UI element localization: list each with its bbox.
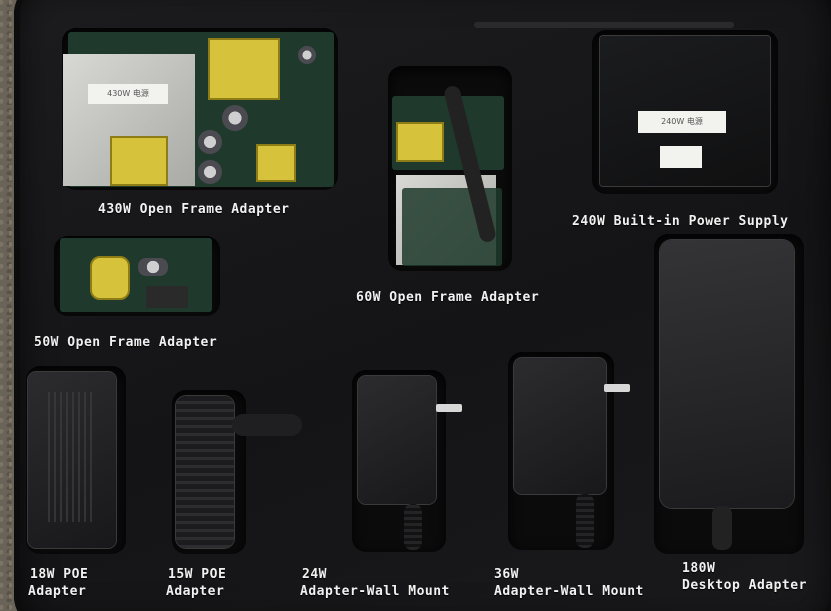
label-180w-line2: Desktop Adapter bbox=[682, 578, 807, 593]
sticker-240w-blank bbox=[660, 146, 702, 168]
label-430w: 430W Open Frame Adapter bbox=[98, 202, 290, 217]
label-50w: 50W Open Frame Adapter bbox=[34, 335, 218, 350]
transformer-50w bbox=[90, 256, 130, 300]
wall-adapter-24w bbox=[358, 376, 436, 504]
sticker-430w: 430W 电源 bbox=[88, 84, 168, 104]
cable-24w bbox=[404, 504, 422, 550]
wall-adapter-36w bbox=[514, 358, 606, 494]
label-180w-line1: 180W bbox=[682, 561, 716, 576]
plug-prong-24w bbox=[436, 404, 462, 412]
capacitor-50w bbox=[138, 258, 168, 276]
label-60w: 60W Open Frame Adapter bbox=[356, 290, 540, 305]
poe-plug-15w bbox=[232, 414, 302, 436]
rating-text-18w bbox=[48, 392, 92, 522]
transformer-430w-a bbox=[110, 136, 168, 186]
desktop-adapter-180w bbox=[660, 240, 794, 508]
capacitor-430w-3 bbox=[198, 160, 222, 184]
label-240w: 240W Built-in Power Supply bbox=[572, 214, 789, 229]
label-36w-line2: Adapter-Wall Mount bbox=[494, 584, 644, 599]
sticker-240w: 240W 电源 bbox=[638, 111, 726, 133]
cable-180w bbox=[712, 506, 732, 550]
transformer-60w-a bbox=[396, 122, 444, 162]
poe-adapter-15w bbox=[176, 396, 234, 548]
capacitor-430w-2 bbox=[198, 130, 222, 154]
label-15w-line1: 15W POE bbox=[168, 567, 227, 582]
antenna-wire bbox=[474, 22, 734, 28]
label-18w-line1: 18W POE bbox=[30, 567, 89, 582]
label-15w-line2: Adapter bbox=[166, 584, 225, 599]
label-24w-line2: Adapter-Wall Mount bbox=[300, 584, 450, 599]
plug-prong-36w bbox=[604, 384, 630, 392]
poe-adapter-18w bbox=[28, 372, 116, 548]
connector-50w bbox=[146, 286, 188, 308]
label-24w-line1: 24W bbox=[302, 567, 327, 582]
transformer-430w-b bbox=[208, 38, 280, 100]
capacitor-430w-1 bbox=[222, 105, 248, 131]
capacitor-430w-4 bbox=[298, 46, 316, 64]
cable-36w bbox=[576, 494, 594, 548]
transformer-430w-c bbox=[256, 144, 296, 182]
label-36w-line1: 36W bbox=[494, 567, 519, 582]
pcb-50w bbox=[60, 238, 212, 312]
label-18w-line2: Adapter bbox=[28, 584, 87, 599]
